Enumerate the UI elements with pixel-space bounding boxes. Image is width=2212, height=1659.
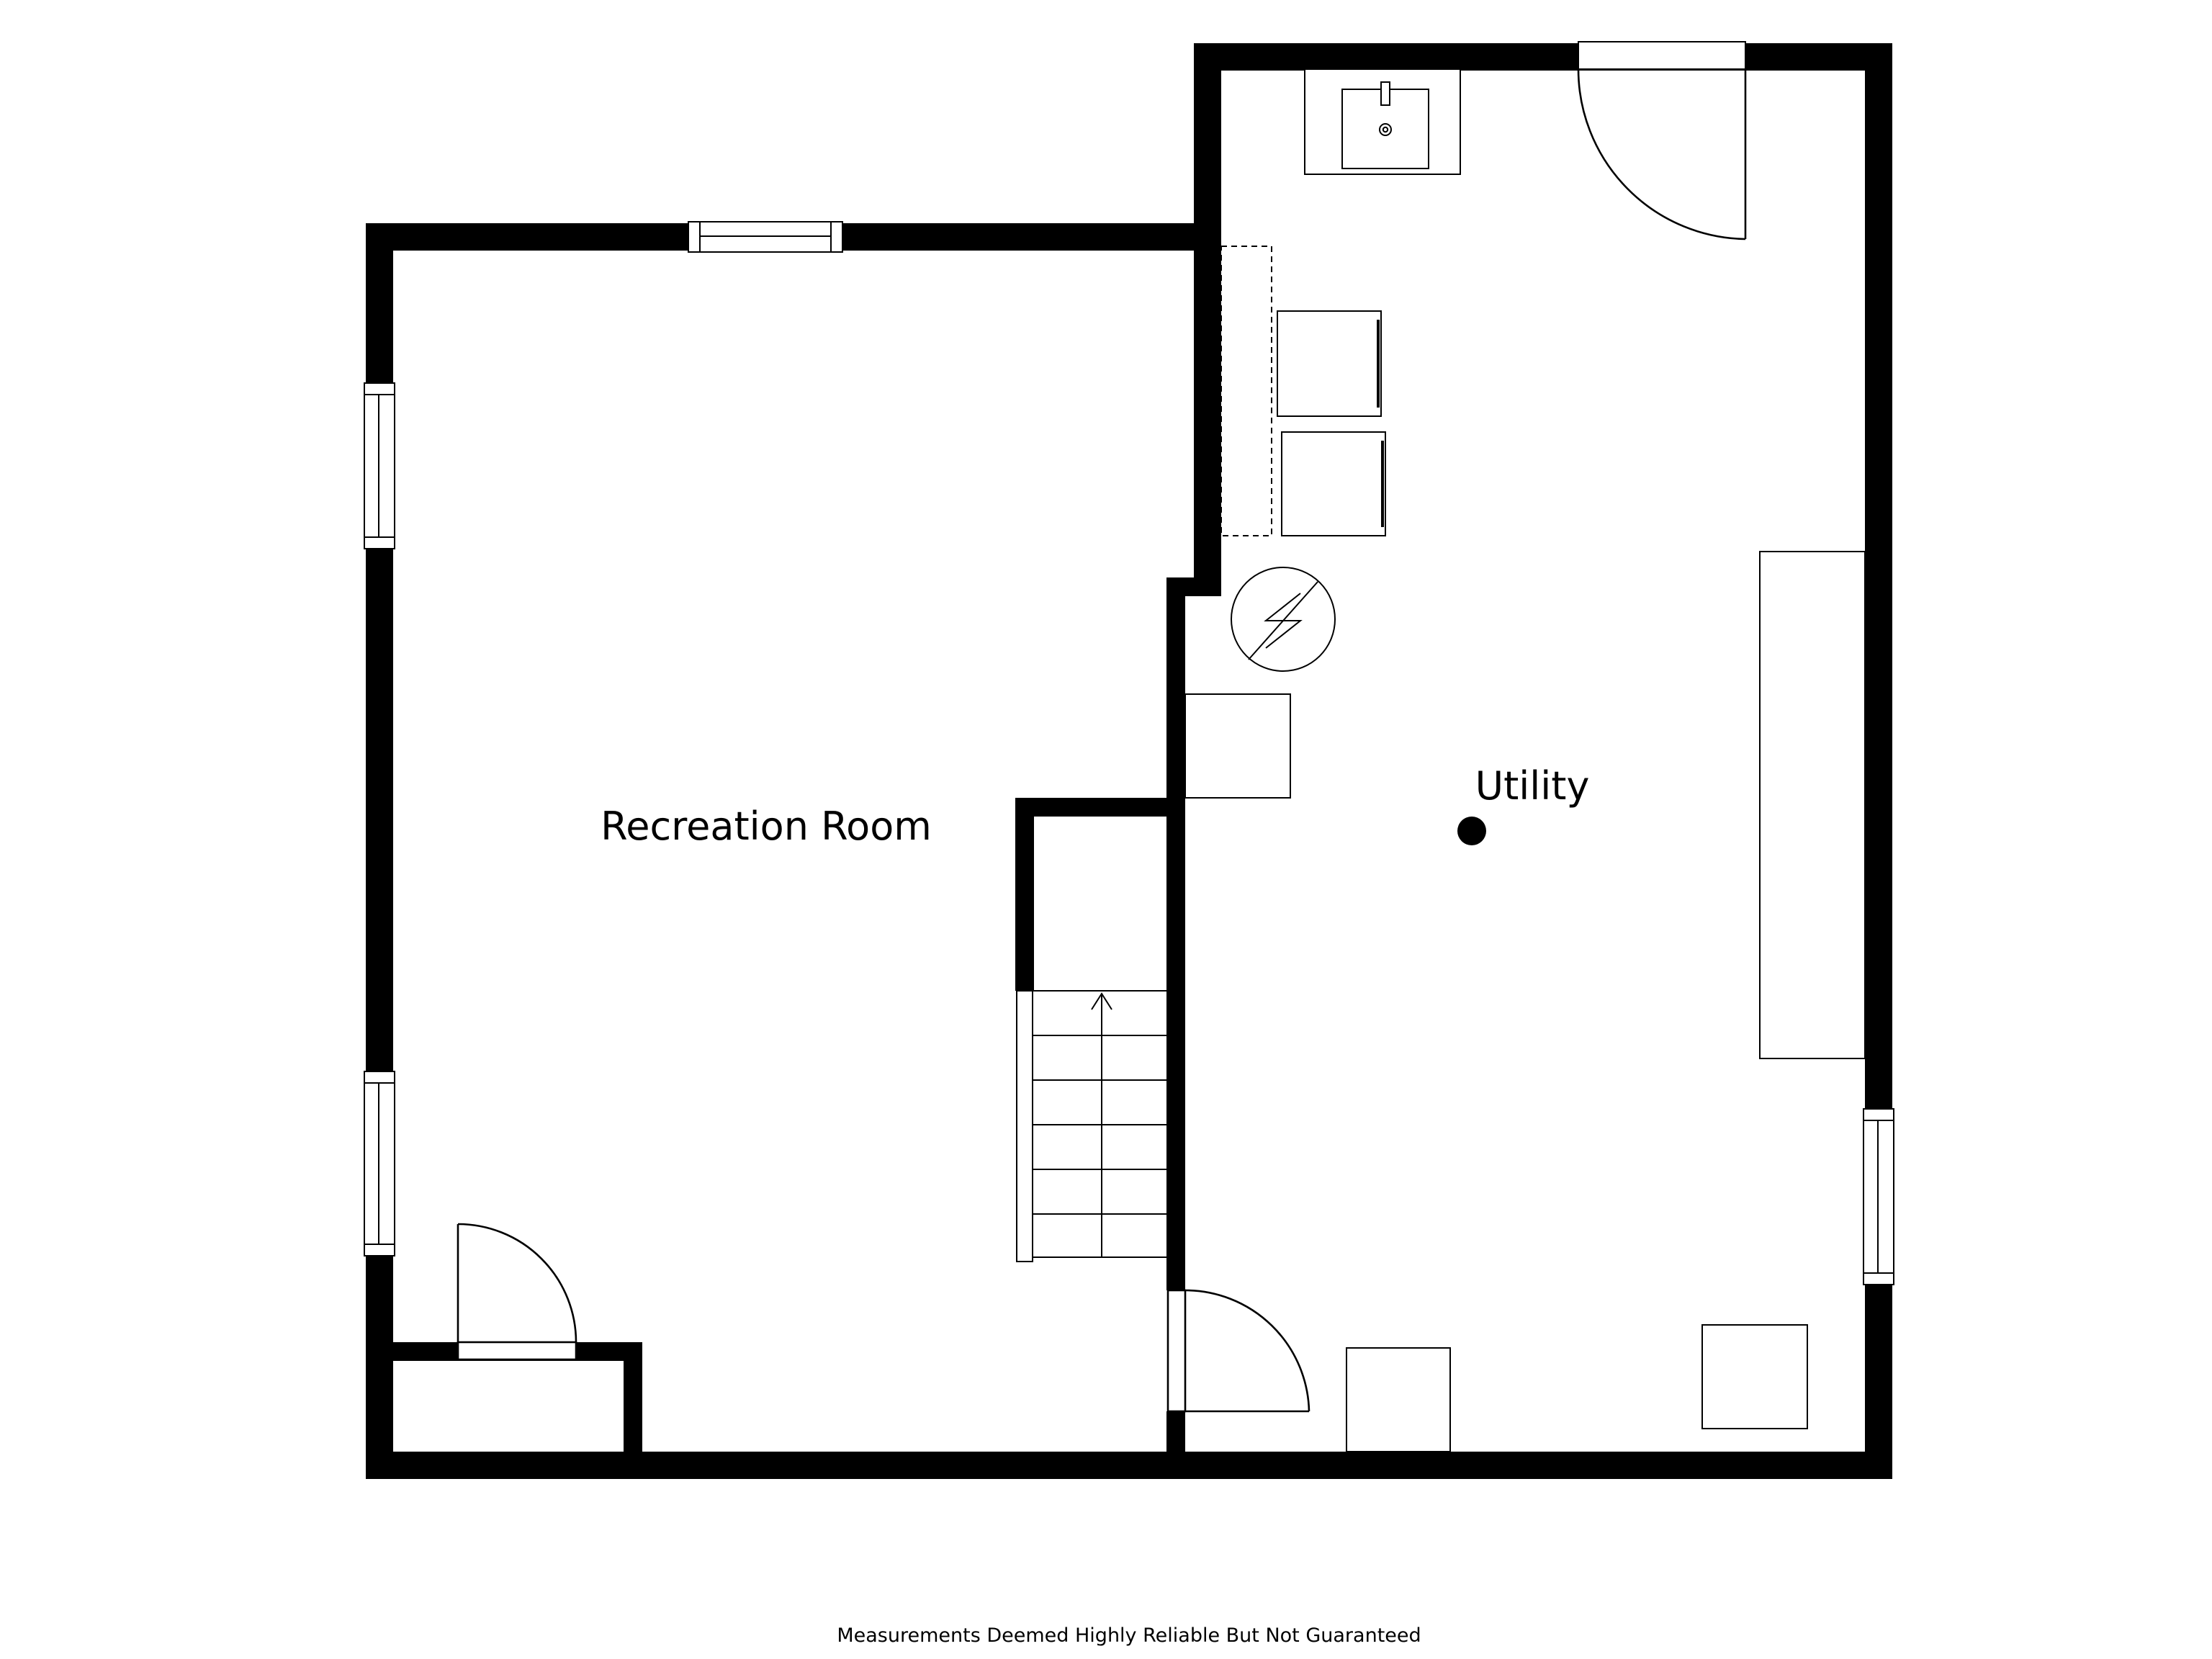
door-closet [457,1223,577,1361]
wall-stair-left [1015,798,1034,991]
fixtures [1184,68,1866,1452]
utility-box-bottom-left [1346,1347,1451,1452]
utility-box-bottom-right [1701,1324,1808,1429]
window-rec-left-lower [364,1071,395,1256]
wall-partition-lower [1166,577,1185,1290]
wall-stair-top [1015,798,1185,817]
utility-sink-icon [1304,68,1461,175]
doors [457,68,1747,1413]
location-dot-icon [1457,817,1486,845]
room-label-utility: Utility [1475,763,1590,809]
door-utility-lower [1166,1289,1310,1413]
wall-partition-upper [1194,43,1221,596]
windows [364,41,1894,1285]
window-utility-right [1863,1108,1894,1285]
window-rec-top [688,221,843,253]
wall-bottom [366,1452,1892,1479]
wall-utility-top [1194,43,1892,71]
laundry-area [1220,246,1272,536]
wall-closet-right [624,1342,642,1479]
stairs [1016,990,1166,1262]
arrow-up-icon [1091,992,1112,1010]
utility-cabinet [1184,693,1291,799]
dryer [1277,310,1382,417]
electric-water-heater-icon [1231,567,1336,672]
washer [1281,431,1386,536]
walls [366,43,1892,1479]
stair-rail [1016,990,1033,1262]
workbench [1759,551,1866,1059]
window-rec-left-upper [364,382,395,549]
wall-partition-bottom [1166,1411,1185,1479]
door-utility-top [1577,68,1747,240]
disclaimer-text: Measurements Deemed Highly Reliable But … [837,1624,1421,1647]
room-label-recreation: Recreation Room [601,804,932,849]
window-utility-top [1578,41,1746,70]
